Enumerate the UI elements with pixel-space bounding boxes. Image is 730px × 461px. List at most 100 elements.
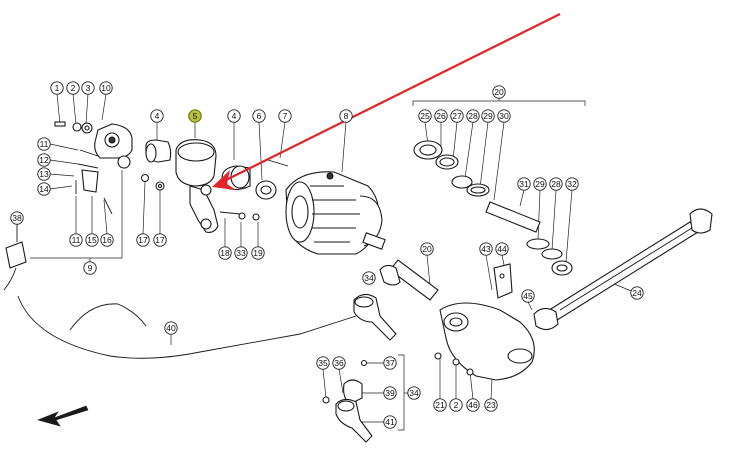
callout-28: 28	[466, 109, 480, 123]
callout-34: 34	[407, 386, 421, 400]
callout-text: 44	[497, 244, 507, 254]
callout-9: 9	[83, 261, 97, 275]
callout-text: 46	[468, 400, 478, 410]
callout-18: 18	[218, 246, 232, 260]
drive-shaft	[533, 208, 713, 331]
callout-43: 43	[479, 242, 493, 256]
callout-5: 5	[188, 109, 202, 123]
callout-40: 40	[164, 321, 178, 335]
red-pointer-arrow	[212, 13, 561, 190]
direction-arrow-icon	[37, 405, 89, 427]
callout-4: 4	[150, 109, 164, 123]
callout-text: 10	[101, 83, 111, 93]
upper-yoke-34	[353, 293, 397, 341]
callout-text: 1	[55, 83, 60, 93]
callout-8: 8	[339, 109, 353, 123]
callout-3: 3	[81, 81, 95, 95]
callout-text: 23	[486, 400, 496, 410]
callout-41: 41	[383, 415, 397, 429]
callout-38: 38	[10, 211, 24, 225]
callout-text: 13	[39, 169, 49, 179]
callout-33: 33	[234, 246, 248, 260]
callout-19: 19	[251, 246, 265, 260]
callout-text: 12	[39, 155, 49, 165]
callout-text: 20	[422, 244, 432, 254]
callout-45: 45	[521, 289, 535, 303]
callout-2: 2	[66, 81, 80, 95]
callout-text: 24	[632, 288, 642, 298]
callout-text: 35	[318, 358, 328, 368]
callout-text: 34	[409, 388, 419, 398]
callout-text: 3	[86, 83, 91, 93]
gearbox-housing	[285, 171, 386, 255]
callout-text: 17	[155, 235, 165, 245]
callout-28: 28	[549, 177, 563, 191]
callout-text: 45	[523, 291, 533, 301]
callout-29: 29	[481, 109, 495, 123]
callout-36: 36	[332, 356, 346, 370]
callout-text: 40	[166, 323, 176, 333]
callout-text: 8	[344, 111, 349, 121]
callout-text: 11	[40, 139, 49, 149]
callout-11: 11	[69, 233, 83, 247]
callout-20: 20	[420, 242, 434, 256]
callout-7: 7	[278, 109, 292, 123]
callout-23: 23	[484, 398, 498, 412]
callout-17: 17	[136, 233, 150, 247]
callout-text: 37	[385, 358, 395, 368]
callout-text: 9	[88, 263, 93, 273]
bushings-and-lever	[145, 139, 289, 233]
callout-37: 37	[383, 356, 397, 370]
callout-text: 15	[87, 235, 97, 245]
callout-24: 24	[630, 286, 644, 300]
callout-2: 2	[449, 398, 463, 412]
callout-30: 30	[497, 109, 511, 123]
callout-text: 38	[12, 213, 22, 223]
callout-text: 32	[567, 179, 577, 189]
callout-32: 32	[565, 177, 579, 191]
callout-text: 31	[519, 179, 529, 189]
cable-and-sensor	[3, 224, 357, 359]
callout-text: 25	[420, 111, 430, 121]
callout-15: 15	[85, 233, 99, 247]
callout-text: 28	[468, 111, 478, 121]
callout-text: 29	[535, 179, 545, 189]
callout-27: 27	[450, 109, 464, 123]
callout-4: 4	[227, 109, 241, 123]
callout-16: 16	[100, 233, 114, 247]
callout-text: 16	[102, 235, 112, 245]
callout-text: 19	[253, 248, 263, 258]
shaft-assembly	[413, 140, 573, 276]
callout-text: 26	[436, 111, 446, 121]
callout-31: 31	[517, 177, 531, 191]
callout-20: 20	[492, 85, 506, 99]
callout-text: 29	[483, 111, 493, 121]
callout-text: 4	[232, 111, 237, 121]
callout-1: 1	[50, 81, 64, 95]
callout-text: 14	[39, 184, 49, 194]
callout-text: 33	[236, 248, 246, 258]
callout-35: 35	[316, 356, 330, 370]
callout-text: 41	[385, 417, 395, 427]
callout-21: 21	[433, 398, 447, 412]
callout-10: 10	[99, 81, 113, 95]
callout-text: 28	[551, 179, 561, 189]
callout-12: 12	[37, 153, 51, 167]
linkage-hardware	[54, 121, 165, 215]
callout-text: 2	[71, 83, 76, 93]
callout-text: 11	[72, 235, 81, 245]
callout-text: 5	[193, 111, 198, 121]
callout-39: 39	[383, 386, 397, 400]
callout-text: 2	[454, 400, 459, 410]
callout-text: 17	[138, 235, 148, 245]
callout-29: 29	[533, 177, 547, 191]
callout-text: 20	[494, 87, 504, 97]
callout-26: 26	[434, 109, 448, 123]
callout-46: 46	[466, 398, 480, 412]
callout-text: 27	[452, 111, 462, 121]
callout-text: 34	[364, 273, 374, 283]
callout-text: 21	[435, 400, 445, 410]
callout-6: 6	[252, 109, 266, 123]
